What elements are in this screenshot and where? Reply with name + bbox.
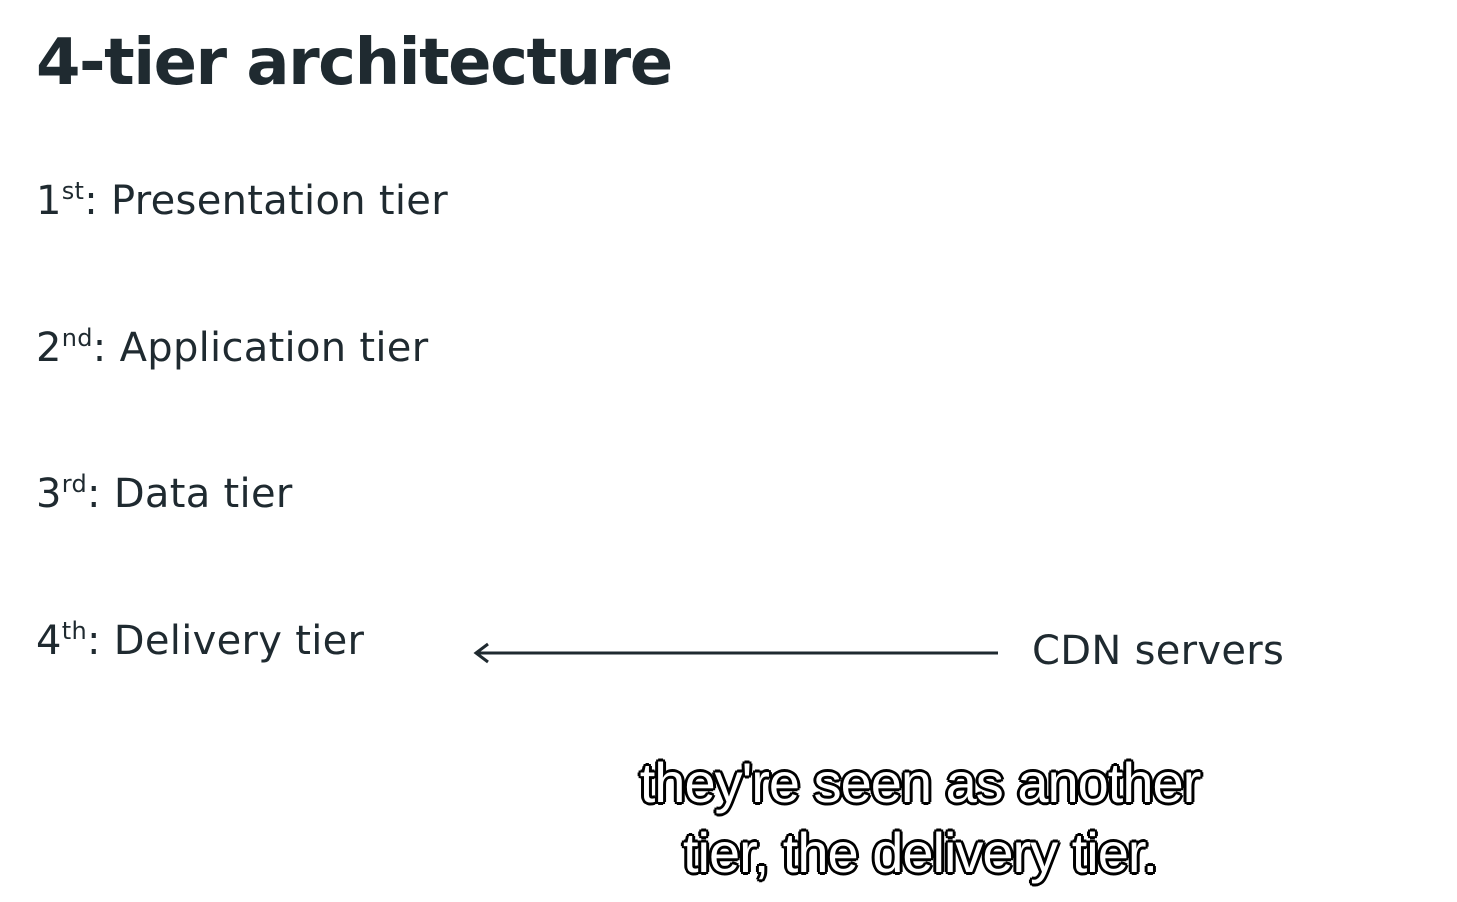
tier-ordinal: 2 bbox=[36, 325, 62, 371]
tier-ordinal: 3 bbox=[36, 471, 62, 517]
tier-ordinal: 4 bbox=[36, 618, 62, 664]
tier-item-application: 2nd: Application tier bbox=[36, 325, 428, 371]
tier-ordinal-suffix: rd bbox=[61, 470, 88, 498]
cdn-servers-label: CDN servers bbox=[1032, 628, 1285, 674]
tier-item-data: 3rd: Data tier bbox=[36, 471, 293, 517]
left-arrow-icon bbox=[473, 642, 998, 664]
tier-ordinal-suffix: nd bbox=[61, 324, 93, 352]
tier-label: : Application tier bbox=[92, 325, 429, 371]
subtitle-line: tier, the delivery tier. bbox=[682, 820, 1159, 885]
tier-ordinal-suffix: th bbox=[61, 617, 87, 645]
tier-ordinal-suffix: st bbox=[61, 177, 85, 205]
subtitle-line: they're seen as another bbox=[639, 750, 1203, 815]
tier-label: : Presentation tier bbox=[84, 178, 448, 224]
video-subtitle: they're seen as another tier, the delive… bbox=[560, 748, 1280, 888]
tier-item-presentation: 1st: Presentation tier bbox=[36, 178, 448, 224]
tier-label: : Delivery tier bbox=[86, 618, 365, 664]
tier-ordinal: 1 bbox=[36, 178, 62, 224]
tier-item-delivery: 4th: Delivery tier bbox=[36, 618, 364, 664]
slide-title: 4-tier architecture bbox=[36, 26, 673, 100]
tier-label: : Data tier bbox=[87, 471, 293, 517]
